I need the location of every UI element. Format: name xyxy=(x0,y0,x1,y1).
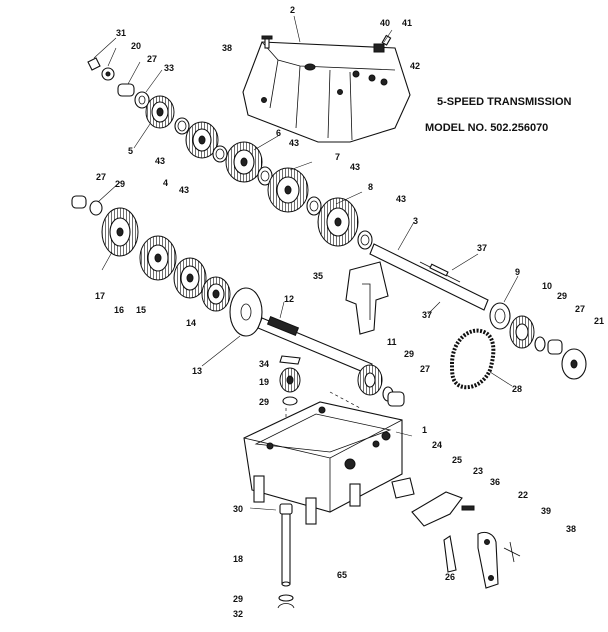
top-cover-part xyxy=(242,41,411,143)
part-label-43: 43 xyxy=(396,194,406,204)
part-label-27: 27 xyxy=(420,364,430,374)
shift-fork-35-part xyxy=(345,261,389,335)
part-label-22: 22 xyxy=(518,490,528,500)
part-label-15: 15 xyxy=(136,305,146,315)
part-label-10: 10 xyxy=(542,281,552,291)
shaft-12-part xyxy=(257,316,373,375)
part-label-21: 21 xyxy=(594,316,604,326)
title-line-2: MODEL NO. 502.256070 xyxy=(425,122,548,134)
part-label-29: 29 xyxy=(404,349,414,359)
part-label-8: 8 xyxy=(368,182,373,192)
part-label-2: 2 xyxy=(290,5,295,15)
part-label-43: 43 xyxy=(155,156,165,166)
part-label-27: 27 xyxy=(96,172,106,182)
part-label-35: 35 xyxy=(313,271,323,281)
lower-right-small-parts xyxy=(357,364,405,407)
part-label-29: 29 xyxy=(557,291,567,301)
part-label-4: 4 xyxy=(163,178,168,188)
fitting-40-41-part xyxy=(373,34,392,53)
part-label-39: 39 xyxy=(541,506,551,516)
part-label-27: 27 xyxy=(147,54,157,64)
shaft-18-part xyxy=(277,503,295,609)
part-label-3: 3 xyxy=(413,216,418,226)
part-label-43: 43 xyxy=(289,138,299,148)
part-label-32: 32 xyxy=(233,609,243,619)
part-label-26: 26 xyxy=(445,572,455,582)
part-label-38: 38 xyxy=(222,43,232,53)
part-label-65: 65 xyxy=(337,570,347,580)
part-label-37: 37 xyxy=(422,310,432,320)
part-label-20: 20 xyxy=(131,41,141,51)
leader-lines xyxy=(93,15,519,511)
part-label-36: 36 xyxy=(490,477,500,487)
part-label-41: 41 xyxy=(402,18,412,28)
upper-gear-train xyxy=(174,117,373,250)
part-label-43: 43 xyxy=(350,162,360,172)
part-label-14: 14 xyxy=(186,318,196,328)
part-label-37: 37 xyxy=(477,243,487,253)
part-label-34: 34 xyxy=(259,359,269,369)
part-label-18: 18 xyxy=(233,554,243,564)
part-label-29: 29 xyxy=(259,397,269,407)
upper-small-parts xyxy=(87,57,175,129)
part-label-29: 29 xyxy=(233,594,243,604)
title-line-1: 5-SPEED TRANSMISSION xyxy=(437,96,572,108)
part-label-6: 6 xyxy=(276,128,281,138)
housing-part xyxy=(243,401,403,525)
part-label-1: 1 xyxy=(422,425,427,435)
part-label-11: 11 xyxy=(387,337,397,347)
chain-28-part xyxy=(449,328,496,390)
part-label-31: 31 xyxy=(116,28,126,38)
shaft-end-parts xyxy=(489,302,587,380)
part-label-42: 42 xyxy=(410,61,420,71)
shaft-3-part xyxy=(369,243,489,311)
part-label-29: 29 xyxy=(115,179,125,189)
part-label-13: 13 xyxy=(192,366,202,376)
part-label-19: 19 xyxy=(259,377,269,387)
part-label-40: 40 xyxy=(380,18,390,28)
shifter-assembly xyxy=(391,477,521,589)
part-label-43: 43 xyxy=(179,185,189,195)
left-small-parts xyxy=(279,355,301,406)
lower-gear-stack xyxy=(71,195,263,337)
part-label-25: 25 xyxy=(452,455,462,465)
part-label-28: 28 xyxy=(512,384,522,394)
part-label-30: 30 xyxy=(233,504,243,514)
part-label-16: 16 xyxy=(114,305,124,315)
part-label-24: 24 xyxy=(432,440,442,450)
part-label-17: 17 xyxy=(95,291,105,301)
part-label-12: 12 xyxy=(284,294,294,304)
bolt-38-part xyxy=(261,35,273,49)
part-label-38: 38 xyxy=(566,524,576,534)
part-label-33: 33 xyxy=(164,63,174,73)
part-label-5: 5 xyxy=(128,146,133,156)
part-label-23: 23 xyxy=(473,466,483,476)
part-label-7: 7 xyxy=(335,152,340,162)
part-label-9: 9 xyxy=(515,267,520,277)
part-label-27: 27 xyxy=(575,304,585,314)
